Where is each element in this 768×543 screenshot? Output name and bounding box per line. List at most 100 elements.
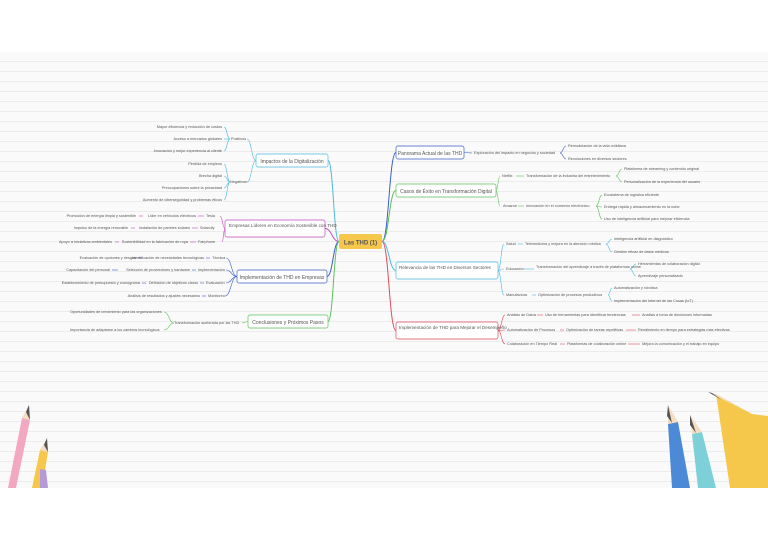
connector-line <box>495 175 501 191</box>
leaf-node: Establecimiento de presupuesto y cronogr… <box>62 281 141 285</box>
connector-line <box>381 152 397 242</box>
detail-node: Transformación del aprendizaje a través … <box>536 265 641 269</box>
practice-colaboracion[interactable]: Colaboración en Tiempo Real <box>507 342 557 346</box>
connector-line <box>607 294 613 302</box>
leaf-node: Oportunidades de crecimiento para las or… <box>70 310 162 314</box>
detail-node: Transformación de la industria del entre… <box>526 174 610 178</box>
topic-empresas-lideres[interactable]: Empresas Líderes en Economía Sostenible … <box>224 219 337 238</box>
stage-implementacion[interactable]: Implementación <box>198 268 225 272</box>
panorama-main[interactable]: Exploración del impacto en negocios y so… <box>474 151 555 155</box>
sector-educacion[interactable]: Educación <box>506 267 524 271</box>
leaf-node: Capacitación del personal <box>66 268 110 272</box>
leaf-node: Innovación y mejor experiencia al client… <box>154 149 222 153</box>
company-fairphone[interactable]: Fairphone <box>198 240 215 244</box>
connector-line <box>381 190 397 242</box>
center-node[interactable]: Las THD (1) <box>339 234 382 249</box>
leaf-node: Evaluación de opciones y riesgos <box>80 256 136 260</box>
leaf-node: Plataforma de streaming y contenido orig… <box>624 167 699 171</box>
connector-line <box>224 276 238 297</box>
mindmap-canvas <box>0 52 768 488</box>
leaf-node: Acceso a mercados globales <box>173 137 222 141</box>
topic-label: Conclusiones y Próximos Pasos <box>252 320 324 326</box>
company-solarcity[interactable]: Solarcity <box>200 226 215 230</box>
topic-label: Implementación de THD en Empresas <box>240 275 325 281</box>
stage-tecnica[interactable]: Técnica <box>212 256 226 260</box>
leaf-node: Herramientas de colaboración digital <box>638 262 700 266</box>
leaf-node: Mejora la comunicación y el trabajo en e… <box>642 342 719 346</box>
topic-panorama[interactable]: Panorama Actual de las THD <box>395 145 465 160</box>
connector-line <box>497 268 505 271</box>
topic-label: Implementación de THD para Mejorar el De… <box>399 325 507 330</box>
leaf-node: Rendimiento en tiempo para estrategias m… <box>638 328 730 332</box>
topic-impactos[interactable]: Impactos de la Digitalización <box>255 153 329 168</box>
leaf-node: Inteligencia artificial en diagnóstico <box>614 237 673 241</box>
connector-line <box>223 181 231 201</box>
connector-line <box>246 138 257 161</box>
connector-line <box>225 269 238 277</box>
leaf-node: Gestión eficaz de datos médicos <box>614 250 669 254</box>
connector-line <box>629 268 637 277</box>
group-negativos[interactable]: Negativos <box>230 180 247 184</box>
leaf-node: Aprendizaje personalizado <box>638 274 683 278</box>
practice-automatizacion[interactable]: Automatización de Procesos <box>507 328 555 332</box>
center-label: Las THD (1) <box>344 241 377 247</box>
stage-monitoreo[interactable]: Monitoreo <box>208 294 225 298</box>
mindmap-links <box>112 126 640 345</box>
leaf-node: Revoluciones en diversos sectores <box>568 157 627 161</box>
case-netflix[interactable]: Netflix <box>502 174 513 178</box>
detail-node: Sostenibilidad en la fabricación de ropa <box>122 240 189 244</box>
connector-line <box>615 175 623 183</box>
leaf-node: Preocupaciones sobre la privacidad <box>162 186 222 190</box>
leaf-node: Análisis a toma de decisiones informadas <box>642 313 712 317</box>
leaf-node: Pérdida de empleos <box>188 162 222 166</box>
connector-line <box>219 215 226 229</box>
leaf-node: Entrega rápida y almacenamiento en la nu… <box>604 205 680 209</box>
detail-node: Innovación en el comercio electrónico <box>526 204 590 208</box>
leaf-node: Impulso de la energía renovable <box>74 226 128 230</box>
detail-node: Uso de herramientas para identificar ten… <box>545 313 626 317</box>
company-tesla[interactable]: Tesla <box>206 214 216 218</box>
topic-label: Impactos de la Digitalización <box>260 159 324 165</box>
topic-relevancia[interactable]: Relevancia de las THD en Diversos Sector… <box>395 261 499 280</box>
leaf-node: Uso de inteligencia artificial para mejo… <box>604 217 690 221</box>
stage-evaluacion[interactable]: Evaluación <box>206 281 225 285</box>
topic-conclusiones[interactable]: Conclusiones y Próximos Pasos <box>247 314 329 329</box>
group-positivos[interactable]: Positivos <box>231 137 246 141</box>
connector-line <box>327 241 340 322</box>
connector-line <box>163 311 175 324</box>
leaf-node: Importancia de adaptarse a los cambios t… <box>70 328 160 332</box>
topic-label: Casos de Éxito en Transformación Digital <box>400 188 492 195</box>
leaf-node: Aumento de ciberseguridad y problemas ét… <box>143 198 222 202</box>
case-amazon[interactable]: Amazon <box>503 204 517 208</box>
topic-casos-exito[interactable]: Casos de Éxito en Transformación Digital <box>395 183 497 198</box>
topic-label: Empresas Líderes en Economía Sostenible … <box>229 223 337 228</box>
connector-line <box>221 228 226 243</box>
detail-node: Plataformas de colaboración online <box>567 342 626 346</box>
connector-line <box>163 322 175 331</box>
topic-label: Panorama Actual de las THD <box>398 151 463 157</box>
connector-line <box>559 145 567 154</box>
leaf-node: Análisis de resultados y ajustes necesar… <box>128 294 200 298</box>
conclusion-main[interactable]: Transformación acelerada por las THD <box>174 321 239 325</box>
sector-salud[interactable]: Salud <box>506 242 516 246</box>
connector-line <box>497 314 506 331</box>
detail-node: Instalación de paneles solares <box>139 226 190 230</box>
leaf-node: Implementación del Internet de las Cosas… <box>614 299 694 303</box>
detail-node: Líder en vehículos eléctricos <box>148 214 196 218</box>
detail-node: Identificación de necesidades tecnológic… <box>132 256 204 260</box>
practice-analisis[interactable]: Análisis de Datos <box>507 313 536 317</box>
connector-line <box>495 190 501 207</box>
sector-manufactura[interactable]: Manufactura <box>506 293 528 297</box>
topic-implementacion-desempeno[interactable]: Implementación de THD para Mejorar el De… <box>395 321 507 340</box>
connector-line <box>607 287 613 296</box>
detail-node: Selección de proveedores y hardware <box>126 268 190 272</box>
leaf-node: Mayor eficiencia y reducción de costos <box>157 125 222 129</box>
leaf-node: Apoyo a iniciativas ambientales <box>59 240 112 244</box>
detail-node: Optimización de procesos productivos <box>538 293 602 297</box>
connector-line <box>497 270 505 296</box>
connector-line <box>595 194 603 207</box>
connector-line <box>497 330 506 345</box>
topic-implementacion-empresas[interactable]: Implementación de THD en Empresas <box>236 269 328 284</box>
leaf-node: Remodelación de la vida cotidiana <box>568 144 627 148</box>
